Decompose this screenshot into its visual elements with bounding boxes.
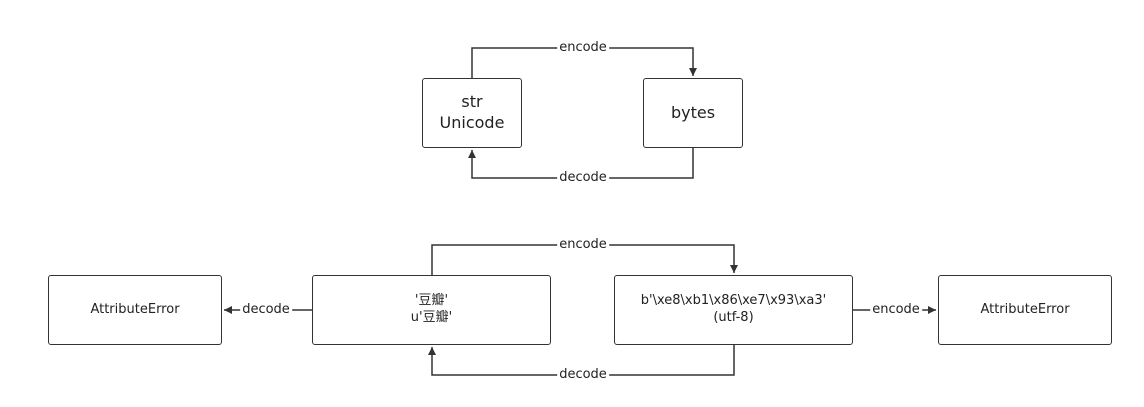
right-encode-label: encode [870, 302, 922, 318]
attribute-error-right-node: AttributeError [938, 275, 1112, 345]
bytes-node-line1: b'\xe8\xb1\x86\xe7\x93\xa3' [640, 293, 827, 309]
attribute-error-left-node: AttributeError [48, 275, 222, 345]
bytes-node-label: bytes [670, 102, 716, 122]
str-node-line2: Unicode [439, 113, 505, 132]
bottom-decode-label: decode [557, 367, 609, 383]
str-unicode-node: str Unicode [422, 78, 522, 148]
bottom-encode-label: encode [557, 237, 609, 253]
text-node-line1: '豆瓣' [414, 293, 449, 309]
text-string-node: '豆瓣' u'豆瓣' [312, 275, 551, 345]
str-node-line1: str [461, 92, 483, 112]
utf8-bytes-node: b'\xe8\xb1\x86\xe7\x93\xa3' (utf-8) [614, 275, 853, 345]
bytes-node-line2: (utf-8) [713, 310, 754, 325]
left-decode-label: decode [240, 302, 292, 318]
bytes-node: bytes [643, 78, 743, 148]
top-decode-label: decode [557, 170, 609, 186]
text-node-line2: u'豆瓣' [410, 310, 453, 325]
attribute-error-right-label: AttributeError [980, 301, 1070, 317]
top-encode-label: encode [557, 40, 609, 56]
attribute-error-left-label: AttributeError [90, 301, 180, 317]
